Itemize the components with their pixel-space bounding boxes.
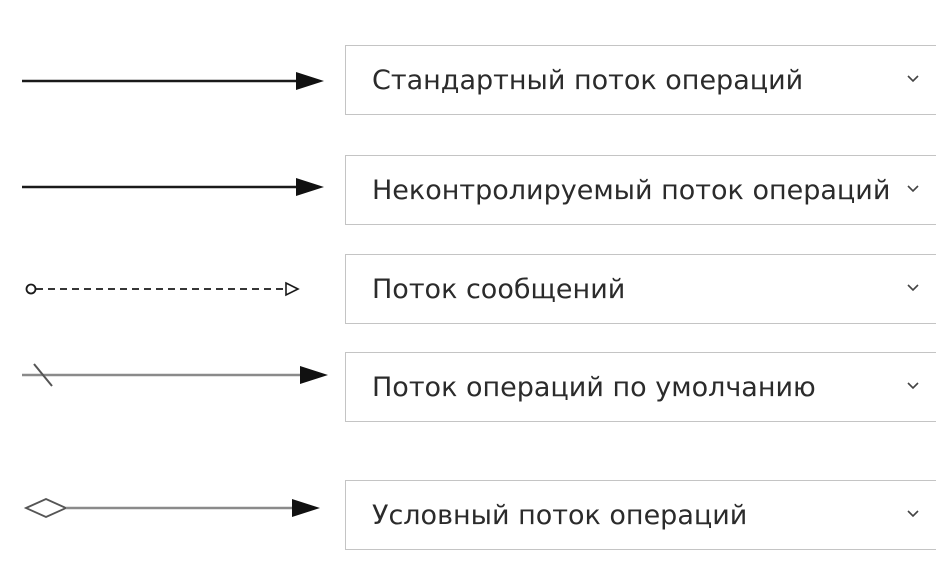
uncontrolled-flow-select[interactable]: Неконтролируемый поток операций [345, 155, 936, 225]
select-label: Поток сообщений [372, 273, 626, 305]
select-label: Условный поток операций [372, 499, 748, 531]
message-flow-connector-icon [25, 281, 300, 297]
select-label: Стандартный поток операций [372, 64, 804, 96]
standard-flow-select[interactable]: Стандартный поток операций [345, 45, 936, 115]
conditional-flow-connector-icon [23, 498, 320, 518]
chevron-down-icon [907, 185, 919, 193]
standard-flow-connector-icon [22, 72, 324, 90]
select-label: Неконтролируемый поток операций [372, 174, 891, 206]
default-flow-select[interactable]: Поток операций по умолчанию [345, 352, 936, 422]
uncontrolled-flow-connector-icon [22, 178, 324, 196]
chevron-down-icon [907, 382, 919, 390]
default-flow-connector-icon [22, 363, 328, 387]
conditional-flow-select[interactable]: Условный поток операций [345, 480, 936, 550]
chevron-down-icon [907, 510, 919, 518]
message-flow-select[interactable]: Поток сообщений [345, 254, 936, 324]
select-label: Поток операций по умолчанию [372, 371, 816, 403]
chevron-down-icon [907, 75, 919, 83]
chevron-down-icon [907, 284, 919, 292]
